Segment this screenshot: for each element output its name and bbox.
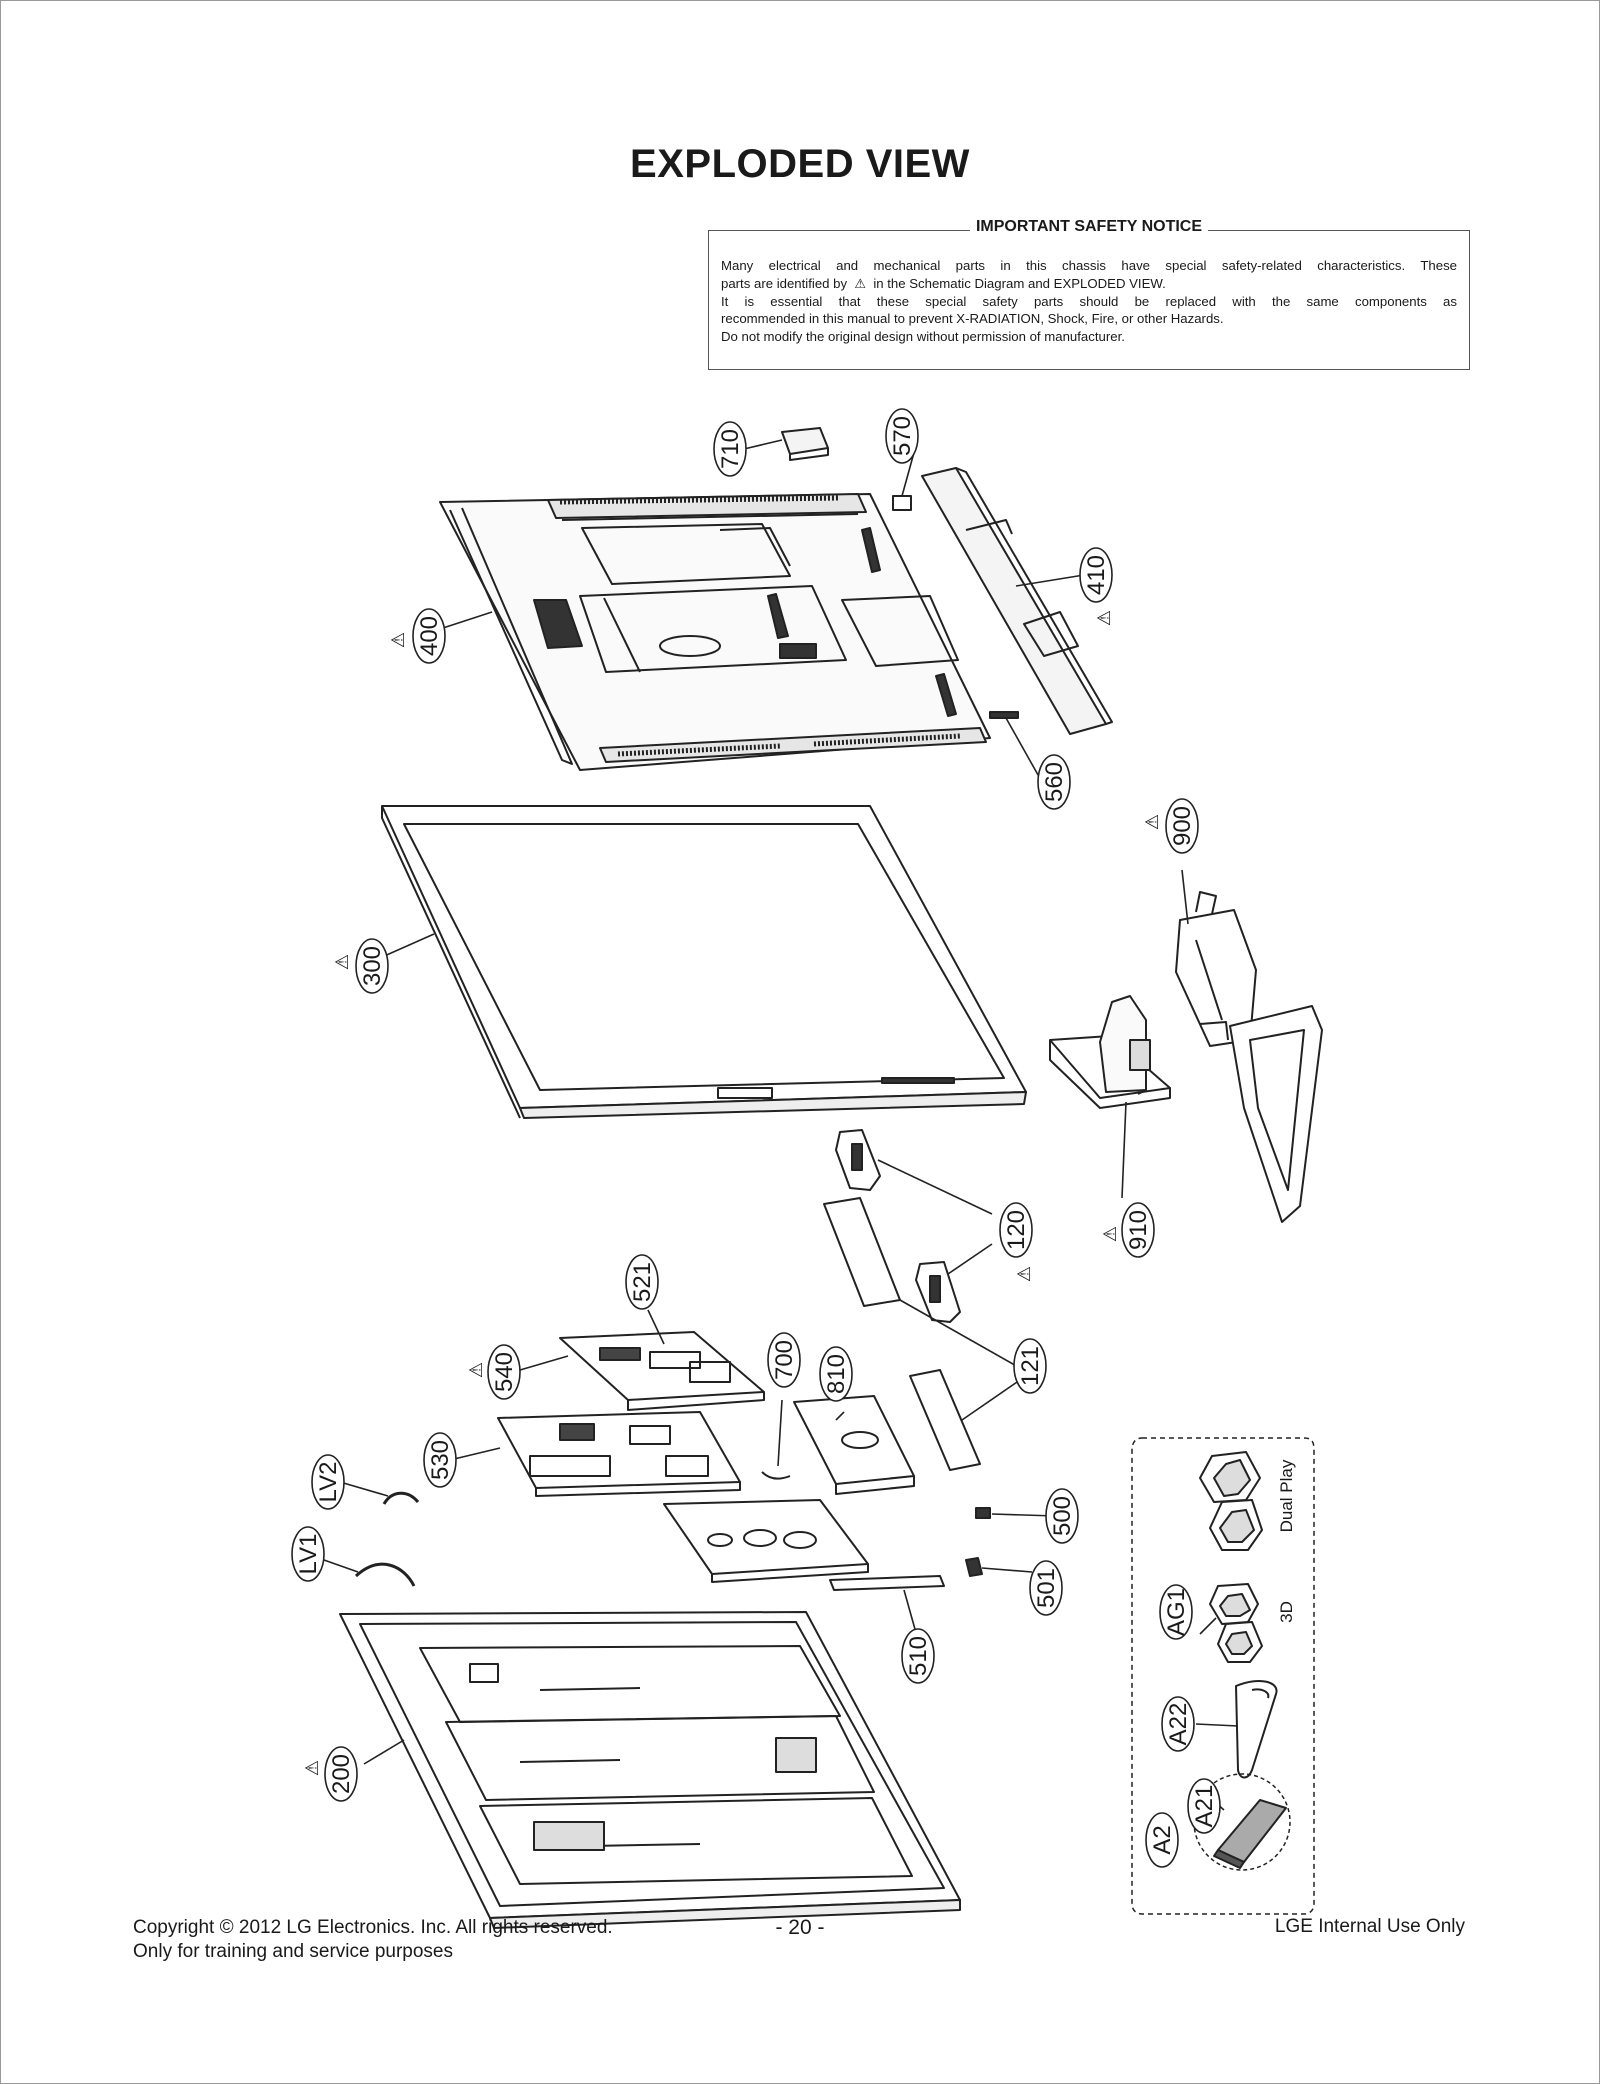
part-710-drawing — [781, 427, 829, 461]
3d-label: 3D — [1277, 1601, 1296, 1623]
part-label-700: 700 — [771, 1340, 798, 1380]
part-label-501: 501 — [1033, 1568, 1060, 1608]
part-810-bracket — [793, 1395, 915, 1495]
footer-copyright: Copyright © 2012 LG Electronics. Inc. Al… — [133, 1917, 613, 1938]
page-title: EXPLODED VIEW — [630, 142, 970, 186]
bottom-plate-drawing — [663, 1499, 869, 1583]
safety-notice-box: IMPORTANT SAFETY NOTICE Many electrical … — [708, 218, 1470, 370]
notice-line-5: Do not modify the original design withou… — [721, 329, 1125, 345]
3d-glasses-drawing — [1209, 1583, 1263, 1663]
warning-triangle-icon: ⚠ — [1100, 1226, 1120, 1242]
part-label-400: 400 — [416, 616, 443, 656]
part-501-drawing — [965, 1557, 983, 1577]
part-510-drawing — [829, 1575, 945, 1591]
part-label-540: 540 — [491, 1352, 518, 1392]
part-label-810: 810 — [823, 1354, 850, 1394]
footer-training: Only for training and service purposes — [133, 1941, 453, 1962]
part-500-drawing — [975, 1507, 991, 1519]
part-label-500: 500 — [1049, 1496, 1076, 1536]
part-900-stand — [1175, 891, 1323, 1223]
part-910-stand-base — [1049, 995, 1171, 1109]
warning-triangle-icon: ⚠ — [466, 1362, 486, 1378]
part-lv1-cable — [354, 1562, 416, 1587]
warning-triangle-icon: ⚠ — [388, 632, 408, 648]
part-121-bracket-top — [823, 1197, 901, 1307]
part-label-a22: A22 — [1165, 1703, 1192, 1746]
part-400-back-cover — [439, 493, 991, 771]
part-200-chassis — [339, 1611, 961, 1929]
notice-line-2a: parts are identified by — [721, 275, 848, 291]
warning-triangle-icon: ⚠ — [1094, 610, 1114, 626]
notice-line-2: parts are identified by ⚠ in the Schemat… — [721, 275, 1457, 293]
part-700-cable — [761, 1471, 791, 1480]
footer-internal: LGE Internal Use Only — [1274, 1916, 1465, 1937]
part-560-drawing — [989, 711, 1019, 719]
footer-left: Copyright © 2012 LG Electronics. Inc. Al… — [133, 1916, 613, 1964]
warning-triangle-icon: ⚠ — [302, 1760, 322, 1776]
part-label-521: 521 — [629, 1262, 656, 1302]
dual-play-glasses-drawing — [1199, 1451, 1263, 1551]
dual-play-label: Dual Play — [1277, 1459, 1296, 1532]
part-label-300: 300 — [359, 946, 386, 986]
notice-line-3: It is essential that these special safet… — [721, 293, 1457, 309]
accessory-box — [1131, 1437, 1315, 1915]
notice-line-4: recommended in this manual to prevent X-… — [721, 311, 1224, 327]
part-label-120: 120 — [1003, 1210, 1030, 1250]
part-530-main-board — [497, 1411, 741, 1497]
part-label-510: 510 — [905, 1636, 932, 1676]
part-label-ag1: AG1 — [1163, 1588, 1190, 1636]
part-label-560: 560 — [1041, 762, 1068, 802]
warning-triangle-icon: ⚠ — [850, 275, 870, 291]
part-540-board — [559, 1331, 765, 1411]
part-300-front-bezel — [381, 805, 1027, 1119]
part-lv2-cable — [382, 1491, 420, 1505]
part-label-lv1: LV1 — [295, 1534, 322, 1575]
part-label-121: 121 — [1017, 1346, 1044, 1386]
part-label-200: 200 — [328, 1754, 355, 1794]
part-label-a21: A21 — [1191, 1785, 1218, 1828]
part-410-side-bar — [921, 467, 1113, 735]
part-label-lv2: LV2 — [315, 1462, 342, 1503]
part-label-910: 910 — [1125, 1210, 1152, 1250]
part-120-speaker-bottom — [915, 1261, 961, 1323]
magic-remote-drawing — [1235, 1679, 1278, 1779]
warning-triangle-icon: ⚠ — [1142, 814, 1162, 830]
part-label-900: 900 — [1169, 806, 1196, 846]
part-label-710: 710 — [717, 429, 744, 469]
part-120-speaker-top — [835, 1129, 881, 1191]
part-label-410: 410 — [1083, 555, 1110, 595]
part-label-570: 570 — [889, 416, 916, 456]
safety-notice-heading: IMPORTANT SAFETY NOTICE — [969, 218, 1209, 235]
part-121-bracket-bottom — [909, 1369, 981, 1471]
part-label-a2: A2 — [1149, 1825, 1176, 1854]
page-number: - 20 - — [775, 1916, 825, 1939]
warning-triangle-icon: ⚠ — [332, 954, 352, 970]
warning-triangle-icon: ⚠ — [1014, 1266, 1034, 1282]
part-570-drawing — [892, 495, 912, 511]
part-label-530: 530 — [427, 1440, 454, 1480]
notice-line-1: Many electrical and mechanical parts in … — [721, 258, 1457, 273]
notice-line-2b: in the Schematic Diagram and EXPLODED VI… — [873, 275, 1166, 291]
